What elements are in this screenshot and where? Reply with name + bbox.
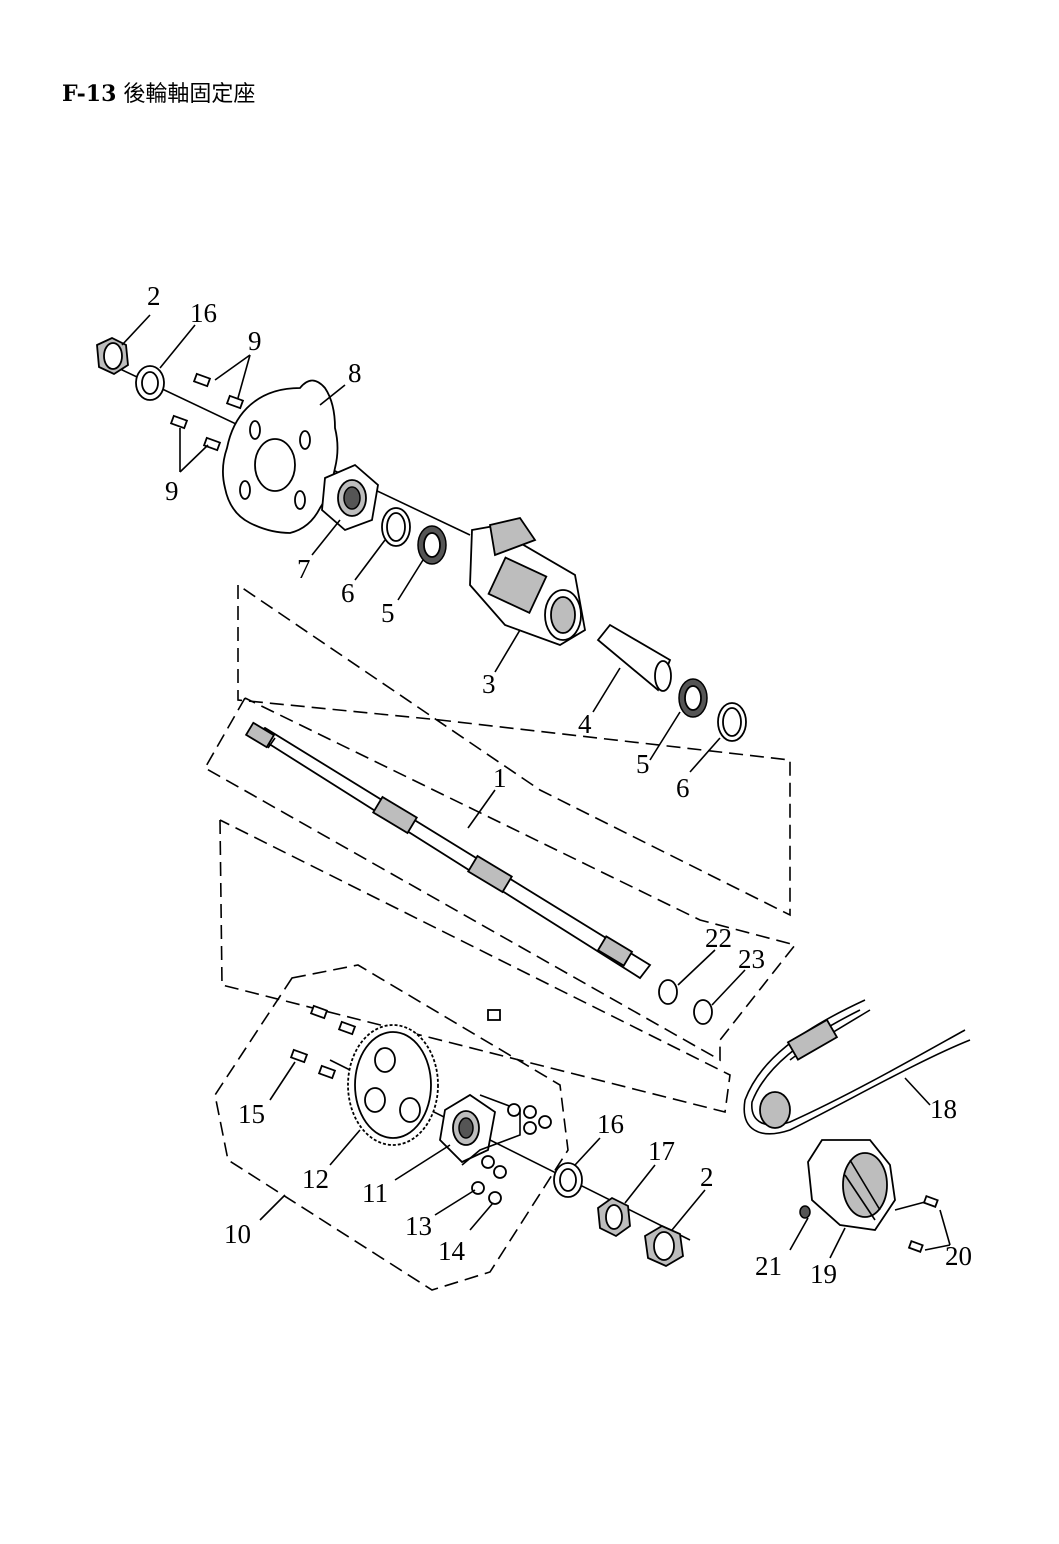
figure-code: F-13 bbox=[62, 81, 117, 107]
callout-5-lower: 5 bbox=[636, 749, 650, 779]
upper-assembly-boundary bbox=[237, 584, 791, 917]
figure-title: 後輪軸固定座 bbox=[123, 82, 256, 107]
callout-2-lower: 2 bbox=[700, 1162, 714, 1192]
callout-3: 3 bbox=[482, 669, 496, 699]
callout-18: 18 bbox=[930, 1094, 957, 1124]
cover-screws bbox=[799, 1194, 939, 1253]
sprocket-bolts bbox=[289, 1004, 501, 1080]
axle-housing bbox=[469, 516, 586, 646]
callout-13: 13 bbox=[405, 1211, 432, 1241]
callout-23: 23 bbox=[738, 944, 765, 974]
sprocket-hub bbox=[439, 1093, 496, 1164]
callout-9-lower: 9 bbox=[165, 476, 179, 506]
callout-19: 19 bbox=[810, 1259, 837, 1289]
callout-10: 10 bbox=[224, 1219, 251, 1249]
o-ring-23 bbox=[693, 999, 713, 1025]
callout-5-upper: 5 bbox=[381, 598, 395, 628]
callout-6-lower: 6 bbox=[676, 773, 690, 803]
sprocket-nuts bbox=[471, 1103, 552, 1205]
sprocket-cover bbox=[807, 1139, 896, 1231]
callout-7: 7 bbox=[297, 554, 311, 584]
o-ring-22 bbox=[658, 979, 678, 1005]
rear-axle bbox=[244, 721, 652, 980]
callout-11: 11 bbox=[362, 1178, 388, 1208]
lower-assembly-boundary bbox=[219, 819, 731, 1113]
callout-9-upper: 9 bbox=[248, 326, 262, 356]
axle-boundary bbox=[203, 697, 797, 1062]
callout-22: 22 bbox=[705, 923, 732, 953]
washer-upper-hole bbox=[141, 371, 159, 395]
brake-disc-bolts bbox=[169, 372, 245, 452]
callout-1: 1 bbox=[493, 763, 507, 793]
callout-15: 15 bbox=[238, 1099, 265, 1129]
drive-chain bbox=[743, 999, 971, 1135]
callout-17: 17 bbox=[648, 1136, 675, 1166]
callout-2-upper: 2 bbox=[147, 281, 161, 311]
lock-nut bbox=[597, 1196, 631, 1238]
sprocket-group-boundary bbox=[214, 964, 569, 1291]
axle-nut-upper bbox=[96, 337, 129, 376]
page-title: F-13 後輪軸固定座 bbox=[62, 76, 255, 108]
brake-disc bbox=[222, 379, 339, 534]
callout-20: 20 bbox=[945, 1241, 972, 1271]
spacer-tube bbox=[596, 623, 672, 692]
callout-21: 21 bbox=[755, 1251, 782, 1281]
callout-4: 4 bbox=[578, 709, 592, 739]
axle-nut-lower bbox=[644, 1224, 684, 1268]
callout-16-lower: 16 bbox=[597, 1109, 624, 1139]
brake-disc-hub bbox=[321, 463, 379, 532]
callout-14: 14 bbox=[438, 1236, 466, 1266]
rear-sprocket bbox=[347, 1024, 439, 1146]
leader-lines bbox=[121, 314, 951, 1259]
callout-6-upper: 6 bbox=[341, 578, 355, 608]
callout-16-upper: 16 bbox=[190, 298, 217, 328]
callout-12: 12 bbox=[302, 1164, 329, 1194]
callout-8: 8 bbox=[348, 358, 362, 388]
